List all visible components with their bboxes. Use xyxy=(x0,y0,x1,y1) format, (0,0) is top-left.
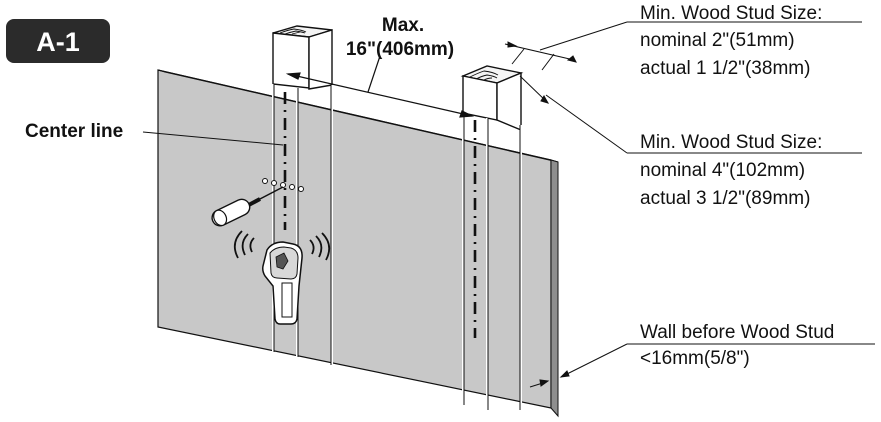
wood-grain-icon xyxy=(279,28,307,35)
left-stud xyxy=(272,25,333,90)
wall-note-line2: <16mm(5/8") xyxy=(640,348,750,369)
right-stud-front xyxy=(462,113,522,410)
step-badge: A-1 xyxy=(6,19,110,63)
large-stud-line3: actual 3 1/2"(89mm) xyxy=(640,188,810,209)
drill-icon xyxy=(211,186,284,227)
large-stud-line1: Min. Wood Stud Size: xyxy=(640,132,822,153)
stud-finder-icon xyxy=(262,241,303,325)
wall-thickness-callout xyxy=(529,343,875,388)
center-line-leader xyxy=(142,131,284,146)
wall-note-line1: Wall before Wood Stud xyxy=(640,322,834,343)
dimension-max: Max. xyxy=(382,15,424,36)
small-stud-line3: actual 1 1/2"(38mm) xyxy=(640,58,810,79)
center-line-label: Center line xyxy=(25,121,123,142)
right-stud xyxy=(460,65,524,132)
step-badge-label: A-1 xyxy=(36,27,80,57)
wall xyxy=(157,69,559,418)
small-stud-line1: Min. Wood Stud Size: xyxy=(640,3,822,24)
signal-waves-icon xyxy=(233,230,331,261)
small-stud-line2: nominal 2"(51mm) xyxy=(640,30,795,51)
dimension-value: 16"(406mm) xyxy=(346,39,454,60)
large-stud-callout xyxy=(519,75,862,154)
small-stud-callout xyxy=(504,21,862,71)
large-stud-line2: nominal 4"(102mm) xyxy=(640,160,805,181)
spacing-dimension xyxy=(285,55,475,118)
